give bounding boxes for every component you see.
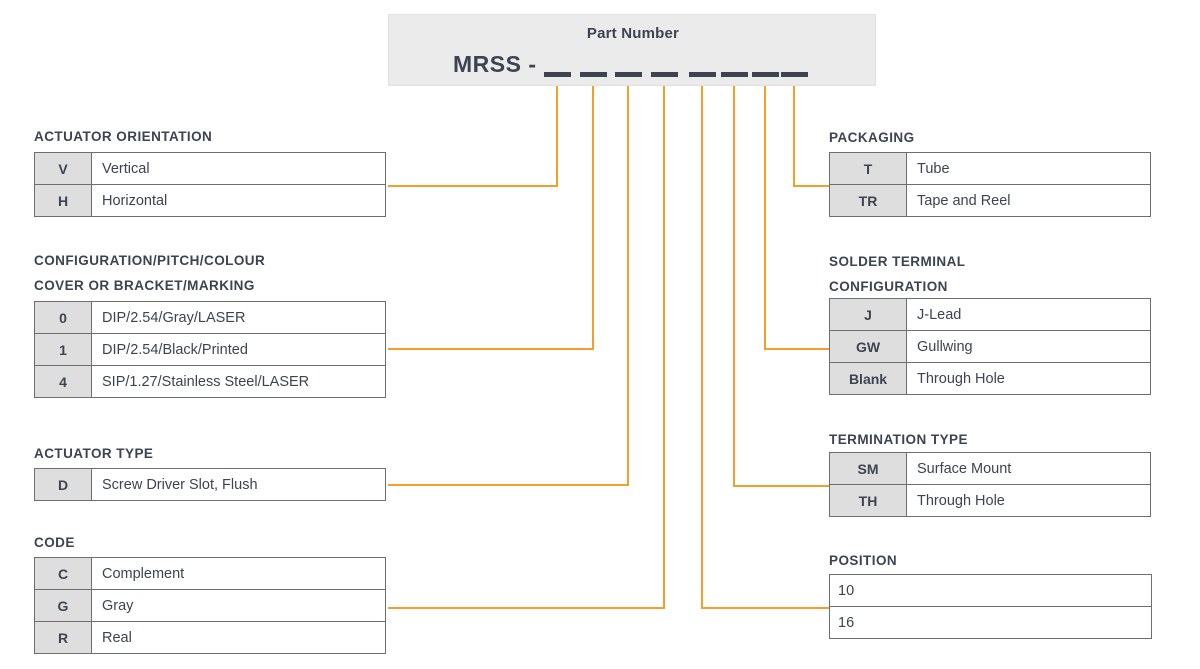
option-code: 0	[34, 301, 92, 334]
part-number-title: Part Number	[586, 25, 680, 42]
connector-solder-terminal-vertical	[764, 86, 766, 348]
connector-actuator-orientation-vertical	[556, 86, 558, 185]
connector-configuration-vertical	[592, 86, 594, 348]
option-description: Gullwing	[906, 330, 1151, 363]
part-number-prefix: MRSS -	[453, 51, 537, 77]
option-description: J-Lead	[906, 298, 1151, 331]
option-code: TR	[829, 184, 907, 217]
option-code: 4	[34, 365, 92, 398]
connector-position-horizontal	[701, 607, 829, 609]
option-description: Horizontal	[91, 184, 386, 217]
connector-actuator-type-vertical	[627, 86, 629, 484]
section-heading-right-1: SOLDER TERMINAL CONFIGURATION	[829, 254, 966, 294]
option-description: Screw Driver Slot, Flush	[91, 468, 386, 501]
connector-actuator-type-horizontal	[388, 484, 629, 486]
option-code: SM	[829, 452, 907, 485]
option-code: GW	[829, 330, 907, 363]
option-description: Real	[91, 621, 386, 654]
part-number-blank-6	[721, 72, 748, 77]
connector-solder-terminal-horizontal	[764, 348, 829, 350]
connector-configuration-horizontal	[388, 348, 594, 350]
section-heading-left-1: CONFIGURATION/PITCH/COLOUR COVER OR BRAC…	[34, 253, 266, 293]
option-description: Gray	[91, 589, 386, 622]
option-code: H	[34, 184, 92, 217]
option-description: Tape and Reel	[906, 184, 1151, 217]
connector-position-vertical	[701, 86, 703, 607]
option-code: D	[34, 468, 92, 501]
option-description: Through Hole	[906, 362, 1151, 395]
section-heading-left-0: ACTUATOR ORIENTATION	[34, 129, 213, 144]
option-code: Blank	[829, 362, 907, 395]
section-heading-left-2: ACTUATOR TYPE	[34, 446, 154, 461]
option-description: DIP/2.54/Black/Printed	[91, 333, 386, 366]
option-code: R	[34, 621, 92, 654]
option-code: 1	[34, 333, 92, 366]
connector-code-horizontal	[388, 607, 665, 609]
connector-packaging-horizontal	[793, 185, 829, 187]
option-description: Tube	[906, 152, 1151, 185]
option-code: V	[34, 152, 92, 185]
table-row: 10	[829, 574, 1152, 607]
option-description: SIP/1.27/Stainless Steel/LASER	[91, 365, 386, 398]
section-heading-left-3: CODE	[34, 535, 75, 550]
option-value: 16	[829, 606, 1152, 639]
option-code: C	[34, 557, 92, 590]
option-code: T	[829, 152, 907, 185]
section-heading-right-2: TERMINATION TYPE	[829, 432, 968, 447]
part-number-blank-5	[689, 72, 716, 77]
part-number-blank-8	[781, 72, 808, 77]
connector-actuator-orientation-horizontal	[388, 185, 558, 187]
option-description: Through Hole	[906, 484, 1151, 517]
option-description: Vertical	[91, 152, 386, 185]
option-description: Complement	[91, 557, 386, 590]
connector-code-vertical	[663, 86, 665, 607]
part-number-blank-1	[544, 72, 571, 77]
option-code: J	[829, 298, 907, 331]
connector-packaging-vertical	[793, 86, 795, 185]
option-description: DIP/2.54/Gray/LASER	[91, 301, 386, 334]
part-number-blank-7	[752, 72, 779, 77]
part-number-blank-2	[580, 72, 607, 77]
part-number-blank-4	[651, 72, 678, 77]
part-number-blank-3	[615, 72, 642, 77]
connector-termination-type-vertical	[733, 86, 735, 485]
part-number-box: Part Number MRSS -	[388, 14, 876, 86]
section-heading-right-3: POSITION	[829, 553, 898, 568]
table-row: 16	[829, 606, 1152, 639]
option-value: 10	[829, 574, 1152, 607]
option-code: G	[34, 589, 92, 622]
option-code: TH	[829, 484, 907, 517]
connector-termination-type-horizontal	[733, 485, 829, 487]
option-description: Surface Mount	[906, 452, 1151, 485]
section-heading-right-0: PACKAGING	[829, 130, 915, 145]
